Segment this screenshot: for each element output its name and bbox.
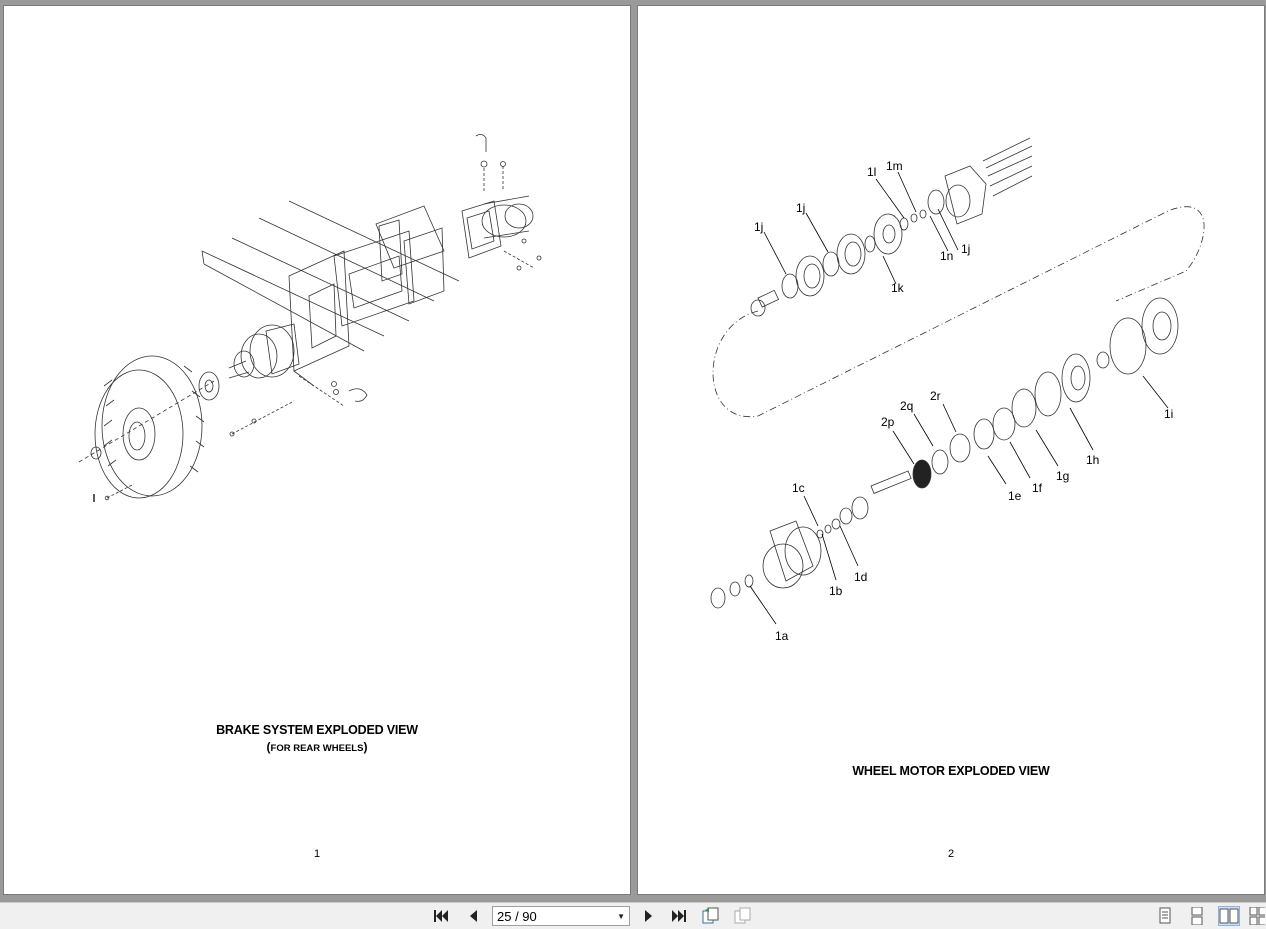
fit-button[interactable] [732,906,754,926]
upper-motor-parts [750,137,1033,317]
rotate-icon [702,907,719,924]
page-number: 2 [947,848,955,860]
wheel-tire [78,355,215,502]
callout-label: 1h [1086,453,1099,467]
first-page-icon [434,910,448,922]
prev-page-button[interactable] [462,906,484,926]
page-title: BRAKE SYSTEM EXPLODED VIEW [216,723,418,737]
two-page-continuous-view-button[interactable] [1248,906,1266,926]
callout-label: 1n [940,249,953,263]
continuous-view-button[interactable] [1186,906,1208,926]
callout-label: 1g [1056,469,1069,483]
callout-label: 1j [961,242,970,256]
callout-label: 1e [1008,489,1022,503]
brake-system-drawing [78,134,542,502]
two-page-icon [1219,908,1239,924]
rotate-button[interactable] [700,906,722,926]
axle-housing [201,200,460,387]
callout-label: 1l [867,165,876,179]
single-page-view-button[interactable] [1154,906,1176,926]
callout-label: 2q [900,399,913,413]
right-page: 1j 1j 1l 1m 1n 1j 1k 1i 1h 1g 1f 1e 2r 2… [638,6,1264,894]
viewer-toolbar: ▼ [0,902,1266,929]
callout-label: 1i [1164,407,1173,421]
callout-label: 1j [796,201,805,215]
callout-label: 1d [854,570,867,584]
fit-icon [734,907,751,924]
left-brake-hub [198,323,368,437]
two-page-continuous-icon [1249,907,1265,925]
dropdown-arrow-icon[interactable]: ▼ [617,912,625,921]
page-title: WHEEL MOTOR EXPLODED VIEW [852,764,1050,778]
single-page-icon [1159,907,1171,924]
next-page-icon [645,910,652,922]
last-page-icon [672,910,686,922]
page-subtitle: (FOR REAR WHEELS) [266,740,368,754]
callout-label: 1m [886,159,903,173]
callout-label: 1f [1032,481,1043,495]
continuous-icon [1191,907,1203,925]
callout-leaders [749,171,1169,625]
callout-label: 1j [754,220,763,234]
next-page-button[interactable] [638,906,660,926]
assembly-loop-line [712,206,1205,417]
page-number: 1 [313,848,321,860]
callout-label: 2p [881,415,895,429]
first-page-button[interactable] [430,906,452,926]
page-number-input[interactable]: ▼ [492,906,630,926]
lower-motor-parts [710,297,1179,609]
prev-page-icon [470,910,477,922]
left-page: BRAKE SYSTEM EXPLODED VIEW (FOR REAR WHE… [4,6,630,894]
last-page-button[interactable] [668,906,690,926]
callout-label: 1b [829,584,843,598]
wheel-motor-drawing: 1j 1j 1l 1m 1n 1j 1k 1i 1h 1g 1f 1e 2r 2… [710,137,1205,643]
assembly-loop-return [778,306,1108,408]
right-brake-hub [461,134,542,271]
callout-label: 1c [792,481,805,495]
two-page-view-button[interactable] [1218,906,1240,926]
page-number-field[interactable] [493,907,609,925]
callout-label: 1k [891,281,905,295]
callout-label: 1a [775,629,789,643]
callout-label: 2r [930,389,941,403]
